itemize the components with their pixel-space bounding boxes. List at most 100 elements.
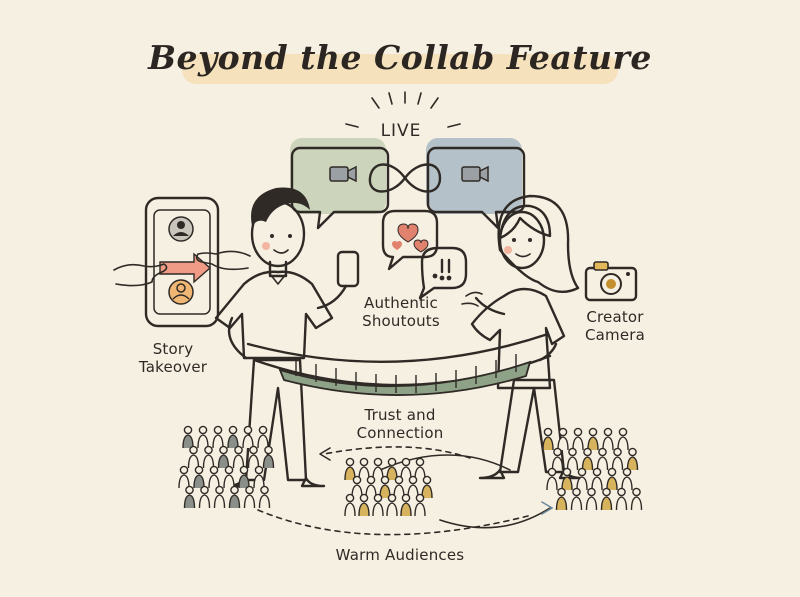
crowd-person <box>372 493 384 517</box>
crowd-person <box>232 445 245 469</box>
infinity-loop-icon <box>368 163 442 193</box>
crowd-person <box>227 425 239 449</box>
crowd-person <box>242 425 254 449</box>
audience-flow <box>257 446 554 536</box>
crowd-person <box>257 425 269 449</box>
crowd-person <box>615 487 628 511</box>
live-label: LIVE <box>380 121 422 141</box>
crowd-person <box>358 493 370 517</box>
crowd-person <box>262 445 275 469</box>
crowd-person <box>572 427 584 451</box>
crowd-person <box>358 457 370 481</box>
page-title: Beyond the Collab Feature <box>148 38 652 77</box>
crowd-person <box>400 457 412 481</box>
crowd-person <box>617 427 629 451</box>
crowd-person <box>414 457 426 481</box>
crowd-icon <box>542 427 643 511</box>
crowd-person <box>178 465 190 489</box>
crowd-person <box>253 465 265 489</box>
crowd-person <box>393 475 405 499</box>
crowd-icon <box>178 425 275 509</box>
crowd-person <box>576 467 588 491</box>
crowd-person <box>365 475 377 499</box>
crowd-person <box>247 445 260 469</box>
crowd-person <box>212 425 224 449</box>
crowd-person <box>193 465 205 489</box>
live-rays <box>345 91 461 128</box>
exclamation-bubble <box>418 246 468 300</box>
crowd-person <box>551 447 564 471</box>
crowd-person <box>555 487 568 511</box>
arrow-icon <box>159 252 212 284</box>
crowd-person <box>213 485 226 509</box>
crowd-person <box>626 447 639 471</box>
crowd-person <box>546 467 558 491</box>
live-bubble-left <box>290 138 390 230</box>
crowd-person <box>596 447 609 471</box>
title-highlight <box>182 54 618 84</box>
crowd-person <box>344 493 356 517</box>
crowd-person <box>187 445 200 469</box>
story-takeover-phone <box>144 196 220 328</box>
crowd-person <box>561 467 573 491</box>
crowd-person <box>585 487 598 511</box>
warm-audiences-label: Warm Audiences <box>335 546 465 564</box>
crowd-person <box>407 475 419 499</box>
crowd-person <box>223 465 235 489</box>
crowd-person <box>414 493 426 517</box>
heart-icon <box>413 239 429 253</box>
crowd-person <box>421 475 433 499</box>
crowd-person <box>228 485 241 509</box>
avatar-icon <box>168 216 194 242</box>
crowd-person <box>217 445 230 469</box>
crowd-person <box>202 445 215 469</box>
rope-bridge-icon <box>246 332 552 396</box>
crowd-person <box>379 475 391 499</box>
crowd-person <box>602 427 614 451</box>
live-bubble-right <box>426 138 526 230</box>
avatar-icon <box>168 279 194 305</box>
crowd-person <box>566 447 579 471</box>
crowd-person <box>400 493 412 517</box>
photo-camera-icon <box>584 261 638 302</box>
crowd-person <box>621 467 633 491</box>
hands <box>113 250 251 287</box>
crowd-person <box>198 485 211 509</box>
crowd-person <box>197 425 209 449</box>
exclamation-icon <box>432 258 452 281</box>
crowd-person <box>386 457 398 481</box>
heart-bubble <box>381 209 439 271</box>
crowd-person <box>238 465 250 489</box>
video-camera-icon <box>329 165 357 183</box>
crowd-person <box>258 485 271 509</box>
heart-icon <box>392 241 402 250</box>
crowd-person <box>243 485 256 509</box>
crowd-person <box>587 427 599 451</box>
crowd-icon <box>344 457 433 517</box>
phone-icon <box>336 250 360 288</box>
crowd-person <box>581 447 594 471</box>
crowd-person <box>591 467 603 491</box>
video-camera-icon <box>461 165 489 183</box>
crowd-person <box>600 487 613 511</box>
crowd-person <box>606 467 618 491</box>
crowd-person <box>570 487 583 511</box>
crowd-person <box>344 457 356 481</box>
crowd-person <box>182 425 194 449</box>
crowd-person <box>208 465 220 489</box>
crowd-person <box>542 427 554 451</box>
crowd-person <box>557 427 569 451</box>
crowd-person <box>183 485 196 509</box>
crowd-person <box>372 457 384 481</box>
crowd-person <box>351 475 363 499</box>
crowd-person <box>386 493 398 517</box>
heart-icon <box>397 223 419 243</box>
crowd-person <box>611 447 624 471</box>
crowd-person <box>630 487 643 511</box>
